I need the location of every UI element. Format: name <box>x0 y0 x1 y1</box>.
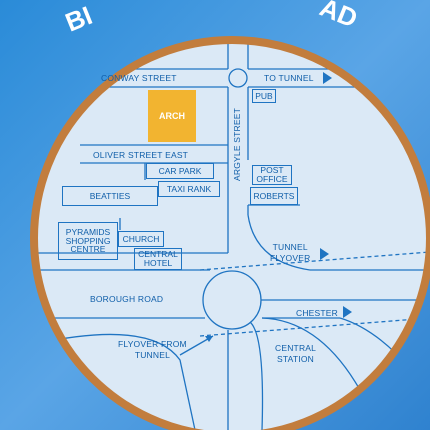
pyramids-shopping-centre-box[interactable]: PYRAMIDS SHOPPING CENTRE <box>58 222 118 260</box>
central-hotel-box[interactable]: CENTRAL HOTEL <box>134 248 182 270</box>
conway-street-label: CONWAY STREET <box>101 73 177 83</box>
map-disc <box>34 40 430 430</box>
church-box[interactable]: CHURCH <box>118 231 164 247</box>
taxi-rank-box[interactable]: TAXI RANK <box>158 181 220 197</box>
borough-road-label: BOROUGH ROAD <box>90 294 164 304</box>
flyover-arrow-head <box>205 336 213 342</box>
arch-marker[interactable]: ARCH <box>148 90 196 142</box>
chester-label: CHESTER <box>296 308 339 318</box>
flyover-from-tunnel-label: FLYOVER FROM TUNNEL <box>118 339 187 360</box>
tunnel-flyover-label: TUNNEL FLYOVER <box>270 242 311 263</box>
central-station-label: CENTRAL STATION <box>275 343 317 364</box>
tunnel-flyover-arrow-icon <box>320 248 329 260</box>
arch-label: ARCH <box>159 111 185 121</box>
car-park-box[interactable]: CAR PARK <box>146 163 214 179</box>
oliver-street-east-label: OLIVER STREET EAST <box>93 150 189 160</box>
to-tunnel-label: TO TUNNEL <box>264 73 314 83</box>
map-ring <box>30 36 430 430</box>
pub-box[interactable]: PUB <box>252 89 276 103</box>
argyle-street-label: ARGYLE STREET <box>232 108 242 181</box>
to-tunnel-arrow-icon <box>323 72 332 84</box>
post-office-box[interactable]: POST OFFICE <box>252 165 292 185</box>
roberts-box[interactable]: ROBERTS <box>250 187 298 205</box>
chester-arrow-icon <box>343 306 352 318</box>
beatties-box[interactable]: BEATTIES <box>62 186 158 206</box>
